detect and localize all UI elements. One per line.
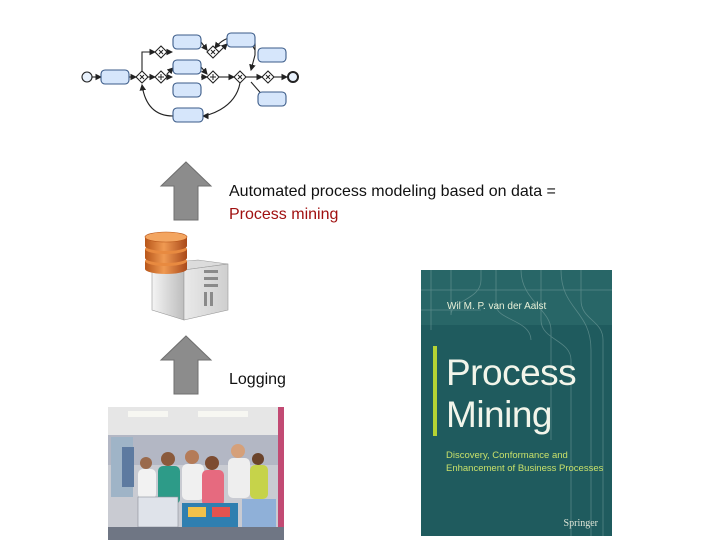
book-publisher: Springer (563, 518, 598, 529)
book-cover: Wil M. P. van der Aalst Process Mining D… (421, 270, 612, 536)
book-cover-artwork (421, 270, 612, 536)
caption-process-mining: Process mining (229, 206, 339, 223)
book-title: Mining (446, 394, 553, 435)
process-model-diagram (81, 32, 299, 123)
book-author: Wil M. P. van der Aalst (447, 301, 547, 312)
hospital-ward-photo (108, 407, 284, 540)
caption-definition: Automated process modeling based on data… (229, 183, 556, 200)
book-subtitle: Enhancement of Business Processes (446, 463, 604, 474)
database-icon (144, 231, 188, 274)
up-arrow-icon (159, 335, 213, 395)
caption-logging: Logging (229, 371, 286, 388)
book-subtitle: Discovery, Conformance and (446, 450, 568, 461)
up-arrow-icon (159, 161, 213, 221)
book-title: Process (446, 352, 577, 393)
